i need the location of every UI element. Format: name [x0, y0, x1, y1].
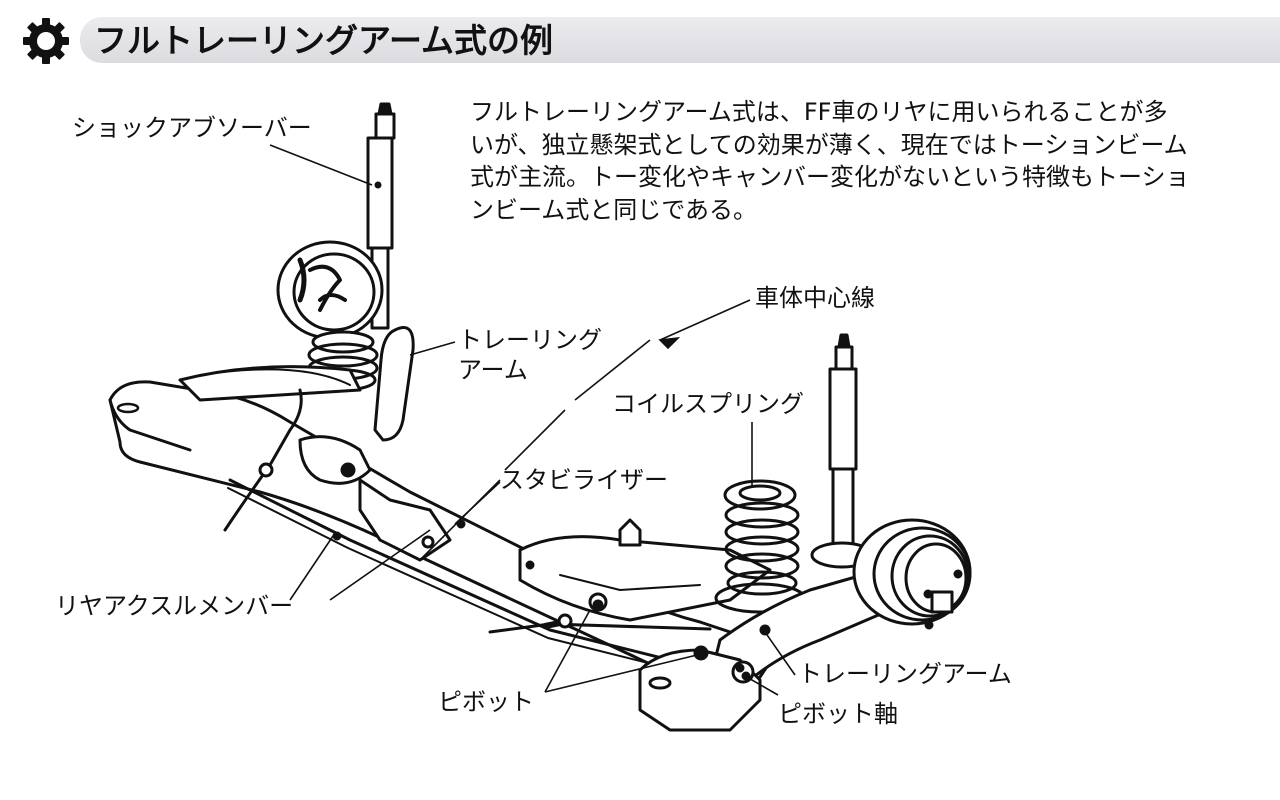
label-coil-spring: コイルスプリング	[612, 390, 804, 418]
description-text: フルトレーリングアーム式は、FF車のリヤに用いられることが多 いが、独立懸架式と…	[470, 96, 1260, 226]
leader-trailing-arm-lower	[764, 631, 796, 676]
label-stabilizer: スタビライザー	[500, 466, 668, 494]
section-title: フルトレーリングアーム式の例	[94, 21, 554, 60]
description-line: いが、独立懸架式としての効果が薄く、現在ではトーションビーム	[470, 130, 1188, 159]
leader-axle-member-1	[289, 535, 334, 601]
label-body-centerline: 車体中心線	[755, 284, 875, 312]
label-trailing-arm-upper-line2: アーム	[458, 356, 528, 384]
stabilizer-bar	[228, 478, 712, 672]
right-mount-bracket	[638, 648, 762, 732]
label-pivot-shaft: ピボット軸	[778, 700, 898, 728]
section-header: フルトレーリングアーム式の例	[22, 13, 1280, 64]
gear-icon	[23, 18, 69, 64]
right-coil-spring	[714, 479, 806, 614]
leader-axle-member-2	[329, 529, 431, 601]
left-trailing-arm	[373, 326, 415, 442]
label-pivot: ピボット	[438, 688, 534, 716]
description-line: ンビーム式と同じである。	[470, 195, 758, 224]
right-shock-absorber	[810, 333, 874, 569]
description-line: 式が主流。トー変化やキャンバー変化がないという特徴もトーショ	[470, 163, 1190, 191]
leader-pivot-2	[544, 654, 698, 693]
title-bar	[80, 17, 1280, 63]
label-trailing-arm-upper-line1: トレーリング	[458, 326, 602, 354]
label-trailing-arm-lower: トレーリングアーム	[798, 660, 1012, 688]
leader-trailing-arm-upper	[409, 341, 456, 356]
leader-stabilizer	[454, 481, 501, 525]
left-brake-drum	[276, 240, 384, 340]
label-shock-absorber: ショックアブソーバー	[72, 114, 312, 142]
description-line: フルトレーリングアーム式は、FF車のリヤに用いられることが多	[470, 98, 1168, 126]
leader-shock-absorber	[269, 144, 373, 186]
leader-pivot-1	[544, 609, 591, 693]
label-rear-axle-member: リヤアクスルメンバー	[55, 592, 294, 620]
right-brake-drum	[852, 518, 972, 630]
leader-pivot-shaft	[744, 675, 779, 696]
